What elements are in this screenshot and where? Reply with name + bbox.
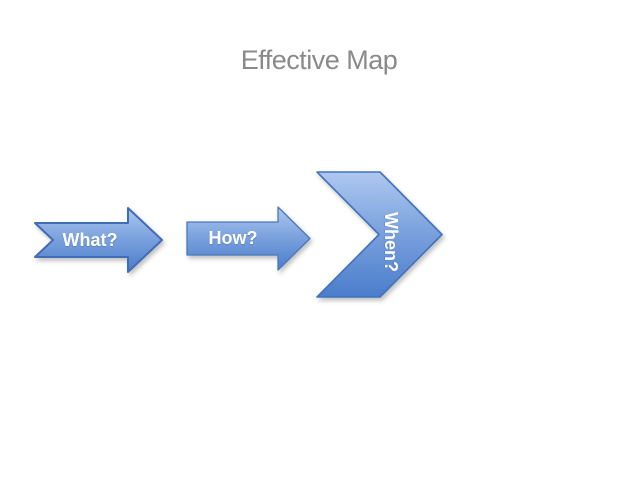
when-chevron-shape xyxy=(316,171,443,298)
how-step-label: How? xyxy=(208,228,258,248)
slide-title: Effective Map xyxy=(240,45,398,75)
how-arrow-shape xyxy=(186,206,311,271)
when-step-label: When? xyxy=(381,212,401,272)
what-step-label: What? xyxy=(62,230,118,250)
what-notched-arrow-shape xyxy=(34,207,163,273)
